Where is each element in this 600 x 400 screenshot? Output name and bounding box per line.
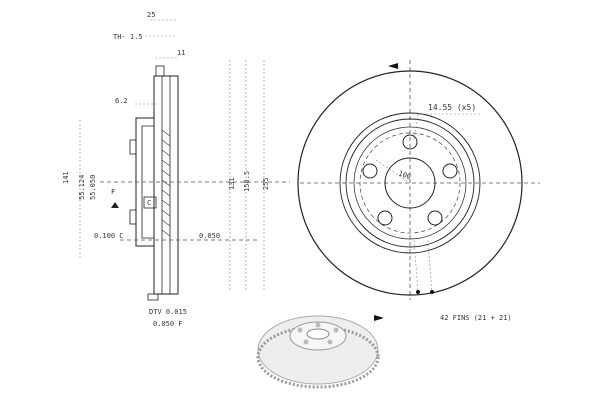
bolt-hole-5 (362, 163, 378, 179)
disc-cross-section (129, 65, 179, 301)
render-centre-bore (306, 328, 330, 340)
render-bolt-4 (327, 339, 333, 345)
bolt-hole-3 (427, 210, 443, 226)
render-bolt-5 (303, 339, 309, 345)
datum-c-box (143, 196, 157, 209)
render-bolt-2 (315, 322, 321, 328)
datum-f-triangle (111, 202, 119, 208)
fins-count-label: 42 FINS (21 + 21) (440, 314, 512, 322)
bolt-holes-label: 14.55 (x5) (428, 103, 476, 112)
fins-leader-1 (413, 239, 419, 293)
pcd-circle (359, 132, 461, 234)
pcd-label: 100 (397, 169, 412, 181)
offset-dim-label: 11 (177, 49, 185, 57)
hub-thickness-label: 6.2 (115, 97, 128, 105)
front-view: 14.55 (x5) 100 42 FINS (21 + 21) (297, 60, 540, 322)
bolt-hole-1 (402, 134, 418, 150)
render-bolt-1 (297, 327, 303, 333)
dia-131-label: 131 (228, 177, 236, 190)
bolt-hole-2 (442, 163, 458, 179)
hat-step-edge (353, 126, 467, 240)
runout-right-label: 0.050 (199, 232, 220, 240)
fins-leader-2 (427, 239, 433, 293)
bolt-hole-4 (377, 210, 393, 226)
bore-min-label: 55.050 (89, 175, 97, 200)
datum-c-label: C (147, 199, 151, 207)
od-141-label: 141 (62, 171, 70, 184)
runout-left-label: 0.100 C (94, 232, 124, 240)
side-view: 25 TH- 1.5 11 6.2 141 55.124 55.050 131 … (62, 11, 290, 328)
flatness-label: 0.050 F (153, 320, 183, 328)
vent-fins-hatch (161, 129, 171, 237)
top-tab (155, 65, 165, 77)
friction-inner-edge (339, 112, 481, 254)
dia-158-label: 158.5 (243, 171, 251, 192)
datum-f-label: F (111, 188, 115, 196)
bottom-tab (147, 293, 159, 301)
fin-marker-2 (430, 290, 434, 294)
rotation-arrow-top (388, 63, 398, 69)
disc-outer-rim (297, 70, 523, 296)
fin-marker-1 (416, 290, 420, 294)
dtv-label: DTV 0.015 (149, 308, 187, 316)
render-bolt-3 (333, 327, 339, 333)
width-dim-label: 25 (147, 11, 155, 19)
dia-255-label: 255 (262, 177, 270, 190)
bore-max-label: 55.124 (78, 175, 86, 200)
centre-bore (384, 157, 436, 209)
hat-outer-edge (345, 118, 475, 248)
friction-ring-outline (153, 75, 179, 295)
thickness-tolerance-label: TH- 1.5 (113, 33, 143, 41)
disc-3d-render (256, 315, 380, 389)
rotation-arrow-bottom (374, 315, 384, 321)
bolt-boss-top (129, 139, 137, 155)
bolt-boss-bottom (129, 209, 137, 225)
bolt-holes-leader-arrow (413, 113, 419, 141)
pcd-radius-line (375, 159, 411, 184)
